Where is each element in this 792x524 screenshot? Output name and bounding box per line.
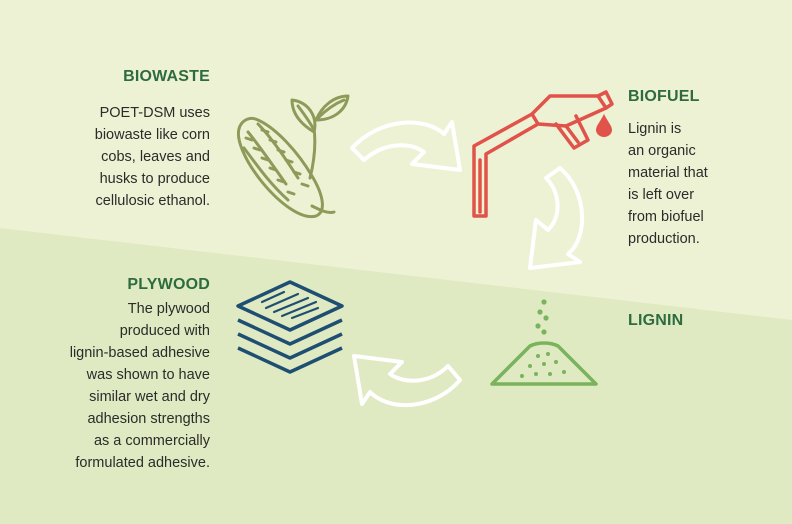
powder-pile-icon (490, 299, 598, 386)
curved-arrow-icon (350, 120, 462, 172)
plywood-description: The plywood produced with lignin-based a… (70, 298, 210, 474)
biowaste-line: POET-DSM uses (99, 105, 210, 121)
plywood-line: adhesion strengths (87, 411, 210, 427)
biowaste-description: POET-DSM uses biowaste like corn cobs, l… (95, 102, 210, 212)
biofuel-line: is left over (628, 187, 695, 203)
curved-arrow-icon (352, 354, 462, 408)
plywood-line: The plywood (127, 301, 210, 317)
curved-arrow-icon (528, 166, 585, 270)
biowaste-line: cellulosic ethanol. (95, 193, 210, 209)
biowaste-line: cobs, leaves and (101, 149, 210, 165)
plywood-title: PLYWOOD (127, 276, 210, 293)
biofuel-line: an organic (628, 143, 696, 159)
biowaste-line: husks to produce (99, 171, 210, 187)
biofuel-line: production. (628, 231, 700, 247)
biowaste-title: BIOWASTE (123, 68, 210, 85)
plywood-line: was shown to have (86, 367, 210, 383)
biofuel-title: BIOFUEL (628, 88, 700, 105)
plywood-layers-icon (236, 280, 344, 374)
corn-cob-icon (237, 94, 350, 219)
plywood-line: as a commercially (93, 433, 210, 449)
biowaste-line: biowaste like corn (94, 127, 210, 143)
lignin-title: LIGNIN (628, 312, 684, 329)
biofuel-line: material that (628, 165, 708, 181)
plywood-line: similar wet and dry (89, 389, 210, 405)
plywood-line: lignin-based adhesive (69, 345, 210, 361)
biofuel-line: Lignin is (628, 121, 682, 137)
fuel-nozzle-icon (472, 90, 614, 218)
biofuel-description: Lignin is an organic material that is le… (628, 118, 708, 250)
plywood-line: produced with (119, 323, 210, 339)
plywood-line: formulated adhesive. (75, 455, 210, 471)
biofuel-line: from biofuel (628, 209, 704, 225)
